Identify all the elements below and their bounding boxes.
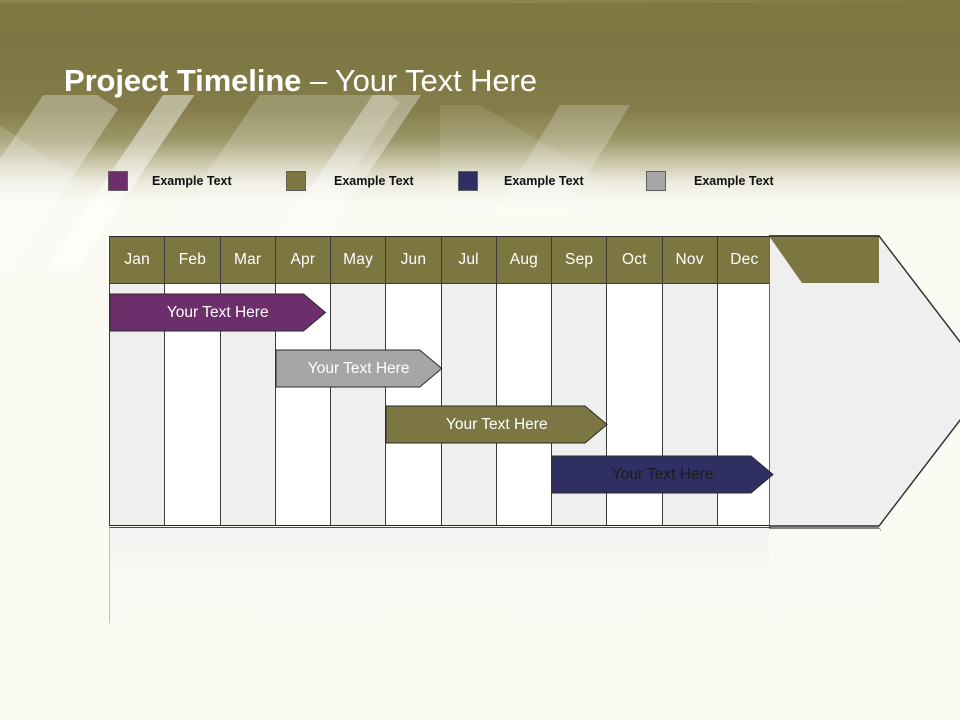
timeline-column-feb[interactable]: Feb [164, 236, 220, 526]
grid-top-border [109, 236, 771, 237]
legend-item-2[interactable]: Example Text [286, 168, 414, 194]
month-header-aug: Aug [496, 236, 551, 283]
month-header-mar: Mar [220, 236, 275, 283]
legend-item-label: Example Text [334, 174, 414, 188]
month-header-jan: Jan [110, 236, 165, 283]
bar-shape [385, 405, 609, 444]
month-header-may: May [331, 236, 386, 283]
month-header-dec: Dec [717, 236, 771, 283]
legend-item-4[interactable]: Example Text [646, 168, 774, 194]
month-header-nov: Nov [662, 236, 717, 283]
page-title: Project Timeline – Your Text Here [64, 59, 537, 103]
legend-item-label: Example Text [694, 174, 774, 188]
timeline-column-body [441, 283, 496, 526]
title-band-highlight [0, 0, 960, 3]
legend: Example Text Example Text Example Text Exam… [0, 168, 960, 196]
page-title-bold: Project Timeline [64, 63, 310, 98]
month-header-jul: Jul [441, 236, 496, 283]
timeline-arrow-head [769, 235, 960, 527]
legend-swatch-olive [286, 171, 306, 191]
bar-shape [275, 349, 443, 388]
legend-item-1[interactable]: Example Text [108, 168, 232, 194]
month-header-feb: Feb [165, 236, 220, 283]
month-header-jun: Jun [386, 236, 441, 283]
timeline-column-body [386, 283, 441, 526]
timeline-column-jun[interactable]: Jun [385, 236, 441, 526]
timeline-column-mar[interactable]: Mar [219, 236, 275, 526]
grid-bottom-border [109, 525, 771, 526]
timeline-column-body [331, 283, 386, 526]
month-header-sep: Sep [552, 236, 607, 283]
month-header-apr: Apr [275, 236, 330, 283]
bar-shape [551, 455, 774, 494]
timeline-bar-3[interactable]: Your Text Here [385, 405, 609, 444]
legend-swatch-purple [108, 171, 128, 191]
bar-shape [109, 293, 327, 332]
timeline-column-aug[interactable]: Aug [495, 236, 551, 526]
legend-item-3[interactable]: Example Text [458, 168, 584, 194]
page-title-rest: – Your Text Here [309, 63, 537, 98]
timeline-bar-1[interactable]: Your Text Here [109, 293, 327, 332]
timeline-column-jul[interactable]: Jul [440, 236, 496, 526]
timeline-bar-4[interactable]: Your Text Here [551, 455, 774, 494]
timeline-column-jan[interactable]: Jan [109, 236, 165, 526]
chart-reflection [109, 527, 881, 623]
legend-item-label: Example Text [152, 174, 232, 188]
timeline-bar-2[interactable]: Your Text Here [275, 349, 443, 388]
legend-item-label: Example Text [504, 174, 584, 188]
legend-swatch-gray [646, 171, 666, 191]
legend-swatch-navy [458, 171, 478, 191]
title-band [0, 0, 960, 205]
timeline-column-may[interactable]: May [330, 236, 386, 526]
month-header-oct: Oct [607, 236, 662, 283]
timeline-column-body [496, 283, 551, 526]
